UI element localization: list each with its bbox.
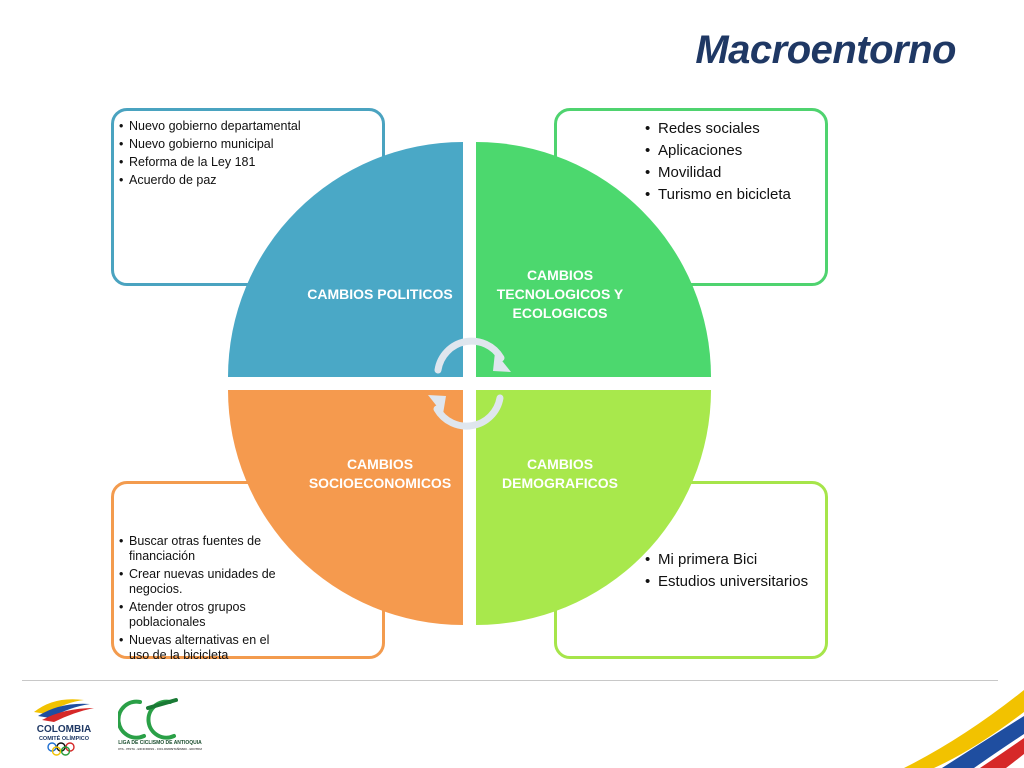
corner-ribbon <box>904 690 1024 768</box>
list-item: Nuevo gobierno departamental <box>115 119 305 134</box>
tecnologicos-label: CAMBIOS TECNOLOGICOS Y ECOLOGICOS <box>496 267 624 321</box>
colombia-olympic-logo: COLOMBIA COMITÉ OLÍMPICO <box>34 699 94 756</box>
socioeconomicos-quadrant <box>228 390 463 625</box>
cyclist-logo-icon <box>118 698 178 740</box>
olympic-rings-icon <box>47 742 75 756</box>
politicos-list: Nuevo gobierno departamental Nuevo gobie… <box>115 119 305 191</box>
list-item: Mi primera Bici <box>645 549 825 571</box>
tecnologicos-quadrant <box>476 142 711 377</box>
liga-ciclismo-logo: LIGA DE CICLISMO DE ANTIOQUIA RUTA · PIS… <box>118 698 202 751</box>
politicos-quadrant <box>228 142 463 377</box>
page-title: Macroentorno <box>695 28 956 72</box>
svg-text:COMITÉ OLÍMPICO: COMITÉ OLÍMPICO <box>39 734 90 742</box>
list-item: Crear nuevas unidades de negocios. <box>115 567 290 597</box>
svg-text:COLOMBIA: COLOMBIA <box>37 724 91 735</box>
list-item: Movilidad <box>645 162 825 184</box>
demograficos-list: Mi primera Bici Estudios universitarios <box>645 549 825 593</box>
list-item: Estudios universitarios <box>645 571 825 593</box>
footer-divider <box>22 680 998 681</box>
list-item: Atender otros grupos poblacionales <box>115 600 290 630</box>
list-item: Buscar otras fuentes de financiación <box>115 534 290 564</box>
socioeconomicos-label: CAMBIOS SOCIOECONOMICOS <box>308 456 452 491</box>
list-item: Acuerdo de paz <box>115 173 305 188</box>
list-item: Nuevas alternativas en el uso de la bici… <box>115 633 290 663</box>
demograficos-label: CAMBIOS DEMOGRAFICOS <box>502 456 618 491</box>
svg-text:RUTA · PISTA · BICICROSS · CIC: RUTA · PISTA · BICICROSS · CICLOMONTAÑIS… <box>118 746 202 751</box>
list-item: Turismo en bicicleta <box>645 184 825 206</box>
list-item: Aplicaciones <box>645 140 825 162</box>
list-item: Reforma de la Ley 181 <box>115 155 305 170</box>
tecnologicos-list: Redes sociales Aplicaciones Movilidad Tu… <box>645 118 825 206</box>
quadrant-circle <box>228 142 711 625</box>
demograficos-quadrant <box>476 390 711 625</box>
list-item: Redes sociales <box>645 118 825 140</box>
politicos-label: CAMBIOS POLITICOS <box>307 286 453 302</box>
cycle-arrows-icon <box>428 337 511 430</box>
socioeconomicos-list: Buscar otras fuentes de financiación Cre… <box>115 534 290 666</box>
svg-text:LIGA DE CICLISMO DE ANTIOQUIA: LIGA DE CICLISMO DE ANTIOQUIA <box>118 740 202 746</box>
list-item: Nuevo gobierno municipal <box>115 137 305 152</box>
